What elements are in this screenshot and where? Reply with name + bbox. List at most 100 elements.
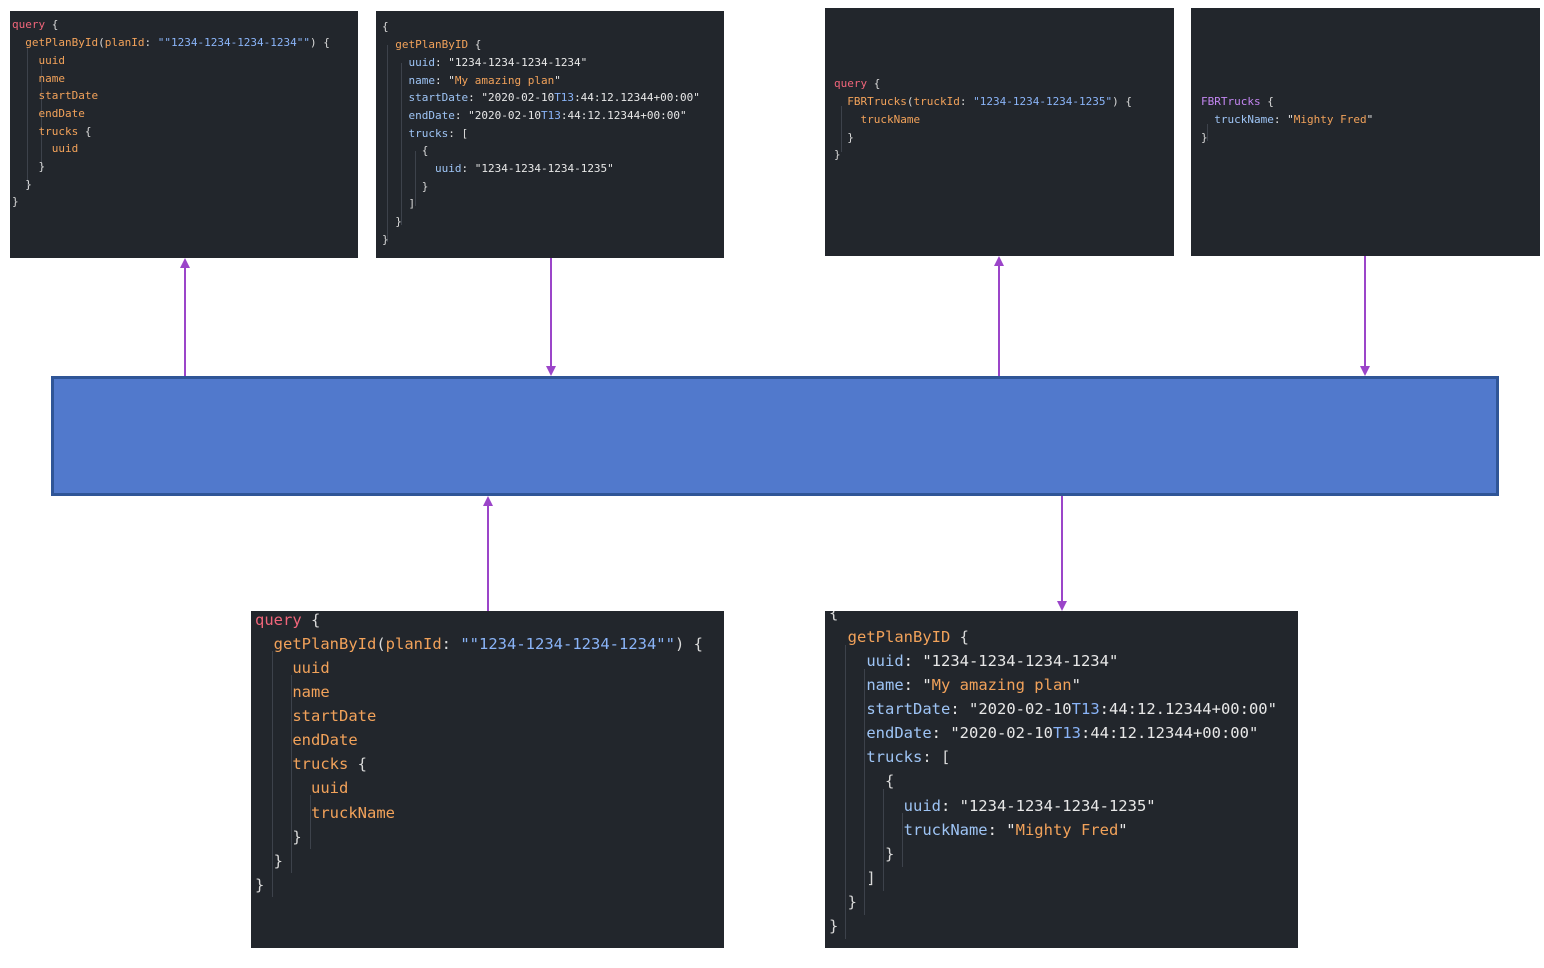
code-token: ) { [1112, 95, 1133, 109]
code-token: { [829, 611, 839, 622]
code-token: T13 [554, 91, 575, 105]
code-token: ( [906, 95, 914, 109]
code-line: name: "My amazing plan" [829, 676, 1081, 695]
code-token: truckName [1201, 113, 1274, 127]
code-token: truckName [834, 112, 921, 126]
code-token: truckId [913, 95, 960, 109]
code-token: T13 [540, 108, 561, 122]
code-token: T13 [1071, 700, 1100, 719]
code-token: : " [903, 676, 932, 694]
code-line: trucks { [255, 755, 367, 774]
code-token: getPlanByID [382, 38, 469, 52]
code-token: } [834, 130, 854, 144]
code-line: name [255, 683, 329, 702]
code-token: : "2020-02-10 [950, 700, 1072, 719]
code-line: trucks: [ [829, 748, 950, 767]
code-line: } [255, 852, 283, 871]
code-token: endDate [255, 731, 358, 750]
code-token: My amazing plan [931, 676, 1072, 694]
code-token: : " [434, 73, 455, 87]
code-line: } [12, 195, 19, 208]
code-line: } [829, 893, 857, 912]
code-token: } [382, 232, 389, 246]
code-token: My amazing plan [454, 73, 555, 87]
code-token: } [834, 148, 841, 162]
code-token: : "1234-1234-1234-1234" [434, 55, 588, 69]
code-token: uuid [255, 779, 349, 798]
code-token: Mighty Fred [1015, 820, 1119, 839]
response-plan-panel-large: { getPlanByID { uuid: "1234-1234-1234-12… [825, 611, 1298, 948]
code-token: } [829, 917, 839, 935]
code-token: endDate [829, 724, 932, 743]
code-token: uuid [12, 142, 79, 156]
code-token: query [255, 611, 302, 629]
code-token: startDate [382, 91, 469, 105]
code-line: } [382, 179, 429, 193]
code-token: { [829, 772, 895, 791]
code-line: uuid [12, 142, 79, 156]
code-token: getPlanById [12, 36, 99, 50]
code-token: " [1118, 820, 1128, 839]
code-token: { [1260, 95, 1274, 109]
code-token: :44:12.12344+00:00" [1080, 724, 1259, 743]
code-line: name [12, 72, 65, 85]
code-token: startDate [829, 700, 951, 719]
code-token: uuid [382, 55, 435, 69]
code-token: } [255, 827, 302, 846]
code-token: trucks [12, 124, 79, 138]
code-token: ""1234-1234-1234-1234"" [157, 36, 311, 50]
code-token: : "2020-02-10 [454, 108, 541, 122]
code-token: query [12, 18, 46, 32]
query-plan-panel-small: query { getPlanById(planId: ""1234-1234-… [10, 11, 358, 258]
code-token: ] [829, 868, 876, 887]
code-line: startDate: "2020-02-10T13:44:12.12344+00… [382, 91, 699, 105]
code-token: " [554, 73, 561, 87]
code-token: Mighty Fred [1293, 113, 1367, 127]
code-line: startDate: "2020-02-10T13:44:12.12344+00… [829, 700, 1277, 719]
code-line: uuid: "1234-1234-1234-1235" [829, 797, 1156, 816]
code-token: } [829, 892, 857, 911]
code-line: } [834, 131, 854, 144]
code-line: } [829, 845, 894, 864]
code-line: } [1201, 131, 1208, 144]
code-line: truckName: "Mighty Fred" [829, 821, 1128, 840]
code-token: } [12, 160, 46, 173]
code-token: truckName [255, 803, 395, 822]
code-line: getPlanById(planId: ""1234-1234-1234-123… [255, 635, 703, 654]
code-token: : "1234-1234-1234-1234" [903, 651, 1119, 670]
code-token: } [1201, 130, 1208, 144]
code-line: } [829, 917, 838, 936]
code-token: ""1234-1234-1234-1234"" [460, 634, 675, 653]
code-token: : " [1273, 113, 1294, 127]
code-token: } [382, 215, 402, 229]
code-token: uuid [255, 658, 330, 677]
code-token: startDate [12, 89, 99, 103]
code-token: } [382, 179, 429, 193]
code-token: : [959, 95, 974, 109]
code-token: getPlanById [255, 634, 377, 653]
code-token: ( [376, 634, 386, 653]
code-token: : "2020-02-10 [931, 724, 1053, 743]
code-token: " [1366, 113, 1374, 127]
code-line: { [382, 20, 389, 33]
code-line: name: "My amazing plan" [382, 73, 561, 87]
code-line: ] [382, 197, 415, 210]
code-line: endDate [12, 107, 84, 120]
code-token: ( [98, 36, 105, 50]
code-line: } [255, 876, 264, 895]
code-token: query [834, 77, 868, 91]
code-token: } [12, 177, 32, 191]
code-token: { [950, 627, 969, 646]
code-line: startDate [12, 89, 98, 102]
code-line: getPlanByID { [382, 38, 481, 51]
code-line: uuid [12, 54, 65, 67]
code-token: { [382, 144, 429, 158]
code-token: ] [382, 197, 416, 211]
code-token: { [468, 38, 482, 52]
code-token: : [ [448, 126, 469, 140]
code-line: } [12, 178, 32, 191]
code-token: name [829, 676, 904, 694]
code-token: trucks [382, 126, 449, 140]
code-token: planId [104, 36, 145, 50]
